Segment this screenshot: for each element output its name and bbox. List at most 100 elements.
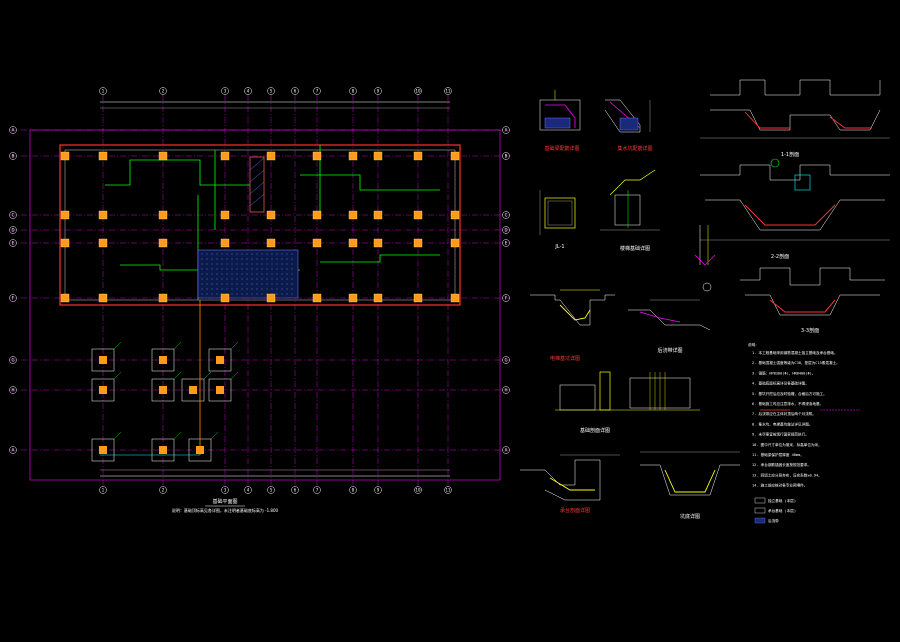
hatch-dot bbox=[276, 288, 278, 290]
hatch-dot bbox=[211, 283, 213, 285]
detail-pit-rebar: 集水坑配筋详图 bbox=[604, 99, 653, 152]
hatch-dot bbox=[216, 258, 218, 260]
axis-label: 1 bbox=[102, 488, 105, 493]
plan-title: 基础平面图 bbox=[212, 498, 237, 505]
detail-title-3: JL-1 bbox=[554, 244, 564, 250]
hatch-dot bbox=[271, 273, 273, 275]
section-3-3: 3-3剖面 bbox=[740, 267, 885, 334]
hatch-dot bbox=[226, 253, 228, 255]
hatch-dot bbox=[266, 288, 268, 290]
axis-bubble bbox=[9, 386, 17, 394]
hatch-dot bbox=[266, 268, 268, 270]
axis-label: 8 bbox=[352, 488, 355, 493]
axis-label: E bbox=[505, 241, 508, 246]
hatch-dot bbox=[286, 288, 288, 290]
detail-section-foundation: 基础剖面详图 bbox=[555, 371, 700, 434]
hatch-dot bbox=[241, 273, 243, 275]
hatch-dot bbox=[236, 268, 238, 270]
hatch-dot bbox=[206, 283, 208, 285]
hatch-dot bbox=[201, 268, 203, 270]
hatch-dot bbox=[261, 293, 263, 295]
axis-bubble bbox=[502, 152, 510, 160]
hatch-dot bbox=[251, 253, 253, 255]
hatch-dot bbox=[256, 283, 258, 285]
axis-label: D bbox=[11, 228, 14, 233]
axis-bubble bbox=[9, 446, 17, 454]
hatch-dot bbox=[226, 258, 228, 260]
hatch-dot bbox=[216, 283, 218, 285]
isolated-footing bbox=[91, 378, 115, 402]
axis-bubble bbox=[221, 87, 229, 95]
hatch-dot bbox=[236, 283, 238, 285]
axis-bubble bbox=[313, 486, 321, 494]
legend-item-1: 独立基础 (本层) bbox=[768, 498, 796, 503]
axis-label: 10 bbox=[415, 488, 421, 493]
side-rebar-detail bbox=[694, 225, 716, 292]
note-line: 14. 施工前应核对各专业预埋件。 bbox=[752, 483, 807, 488]
axis-label: 8 bbox=[352, 89, 355, 94]
hatch-dot bbox=[286, 283, 288, 285]
hatch-dot bbox=[201, 258, 203, 260]
column-footing bbox=[158, 293, 168, 303]
hatch-dot bbox=[286, 273, 288, 275]
detail-cap-section: 承台剖面详图 bbox=[520, 454, 620, 514]
hatch-dot bbox=[201, 283, 203, 285]
axis-bubble bbox=[444, 486, 452, 494]
hatch-dot bbox=[291, 293, 293, 295]
axis-label: C bbox=[505, 213, 508, 218]
hatch-dot bbox=[231, 263, 233, 265]
hatch-dot bbox=[251, 283, 253, 285]
axis-bubble bbox=[502, 294, 510, 302]
hatch-dot bbox=[276, 268, 278, 270]
hatch-dot bbox=[291, 268, 293, 270]
hatch-dot bbox=[211, 278, 213, 280]
hatch-dot bbox=[246, 293, 248, 295]
column-footing bbox=[98, 151, 108, 161]
hatch-dot bbox=[266, 278, 268, 280]
axis-label: G bbox=[504, 358, 507, 363]
isolated-footing bbox=[91, 348, 115, 372]
hatch-dot bbox=[241, 268, 243, 270]
isolated-footing bbox=[208, 378, 232, 402]
hatch-dot bbox=[271, 253, 273, 255]
axis-bubble bbox=[502, 226, 510, 234]
hatch-dot bbox=[246, 263, 248, 265]
hatch-dot bbox=[271, 278, 273, 280]
leader-line bbox=[113, 431, 122, 440]
column-footing bbox=[60, 238, 70, 248]
isolated-footing bbox=[91, 438, 115, 462]
hatch-dot bbox=[291, 273, 293, 275]
hatch-dot bbox=[291, 253, 293, 255]
detail-title-1: 基础梁配筋详图 bbox=[544, 145, 579, 152]
detail-column-1: 基础梁配筋详图 集水坑配筋详图 JL-1 楼梯基础详图 bbox=[520, 90, 740, 520]
column-footing bbox=[348, 151, 358, 161]
column-footing bbox=[98, 210, 108, 220]
column-footing bbox=[373, 238, 383, 248]
hatch-dot bbox=[291, 278, 293, 280]
hatch-dot bbox=[221, 278, 223, 280]
axis-label: 4 bbox=[247, 89, 250, 94]
hatch-dot bbox=[251, 258, 253, 260]
footing-column bbox=[159, 356, 167, 364]
column-footing bbox=[373, 151, 383, 161]
column-footing bbox=[158, 238, 168, 248]
hatch-dot bbox=[246, 288, 248, 290]
axis-label: 3 bbox=[224, 89, 227, 94]
hatch-dot bbox=[236, 288, 238, 290]
axis-label: A bbox=[505, 128, 508, 133]
axis-label: 11 bbox=[445, 488, 451, 493]
hatch-dot bbox=[241, 253, 243, 255]
hatch-dot bbox=[256, 263, 258, 265]
axis-bubble bbox=[9, 152, 17, 160]
hatch-dot bbox=[281, 273, 283, 275]
axis-bubble bbox=[159, 87, 167, 95]
isolated-footing bbox=[208, 348, 232, 372]
footing-column bbox=[159, 386, 167, 394]
hatch-dot bbox=[201, 293, 203, 295]
hatch-dot bbox=[201, 263, 203, 265]
axis-bubble bbox=[291, 486, 299, 494]
hatch-dot bbox=[211, 253, 213, 255]
hatch-dot bbox=[271, 258, 273, 260]
column-footing bbox=[158, 151, 168, 161]
